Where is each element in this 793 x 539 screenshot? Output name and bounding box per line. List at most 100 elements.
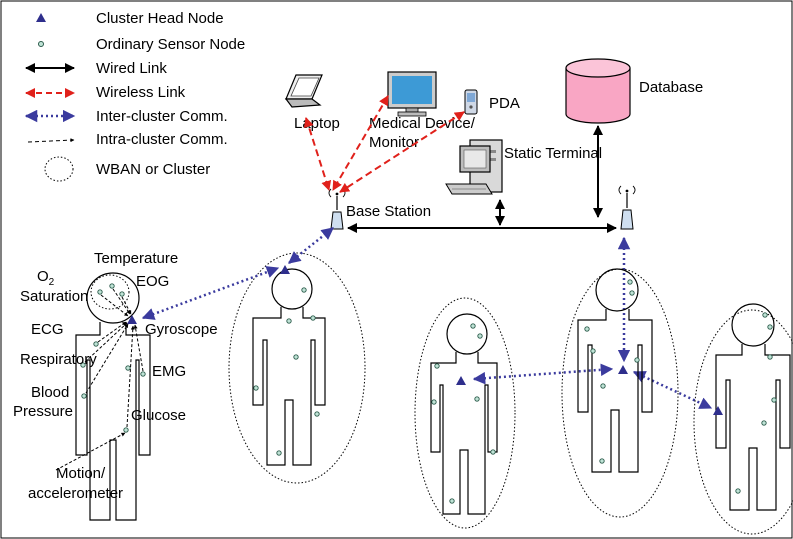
wireless-links bbox=[303, 95, 465, 193]
monitor-label: Monitor bbox=[369, 134, 419, 151]
database-icon bbox=[565, 58, 631, 124]
wireless-link-pda bbox=[339, 111, 465, 193]
body-4-sensor-node bbox=[600, 383, 606, 389]
body-2-cluster-head bbox=[280, 265, 290, 274]
inter-link-body4-body5 bbox=[632, 370, 713, 410]
body-3-sensor-node bbox=[474, 396, 480, 402]
body-4-sensor-node bbox=[584, 326, 590, 332]
wban-cluster-4 bbox=[561, 268, 679, 518]
base-station-label: Base Station bbox=[346, 203, 431, 220]
o2-subscript: 2 bbox=[49, 277, 55, 288]
body-4-figure bbox=[577, 268, 653, 473]
temperature-sensor-node bbox=[109, 283, 115, 289]
body-3-sensor-node bbox=[477, 333, 483, 339]
pda-label: PDA bbox=[489, 95, 520, 112]
body-3-sensor-node bbox=[434, 363, 440, 369]
body-5-sensor-node bbox=[771, 397, 777, 403]
respiratory-label: Respiratory bbox=[20, 351, 97, 368]
body-3-sensor-node bbox=[490, 449, 496, 455]
body-2-sensor-node bbox=[310, 315, 316, 321]
body-4-cluster-head bbox=[618, 365, 628, 374]
o2-label: O2 bbox=[37, 268, 55, 288]
wban-legend-icon bbox=[44, 156, 74, 182]
medical-monitor-icon bbox=[387, 71, 437, 117]
body-5-sensor-node bbox=[762, 312, 768, 318]
medical-device-label: Medical Device/ bbox=[369, 115, 476, 132]
base-station-antenna-icon bbox=[328, 188, 346, 230]
ecg-label: ECG bbox=[31, 321, 64, 338]
body-4-sensor-node bbox=[627, 279, 633, 285]
gyroscope-label: Gyroscope bbox=[145, 321, 218, 338]
legend: Cluster Head Node Ordinary Sensor Node W… bbox=[24, 10, 245, 182]
accelerometer-label: accelerometer bbox=[28, 485, 123, 502]
ecg-sensor-node bbox=[93, 341, 99, 347]
body-3-figure bbox=[430, 313, 498, 515]
legend-label-wired: Wired Link bbox=[96, 60, 167, 77]
body-3-cluster-head bbox=[456, 376, 466, 385]
pda-icon bbox=[464, 89, 478, 115]
body-1-figure bbox=[75, 272, 151, 521]
blood-pressure-sensor-node bbox=[81, 393, 87, 399]
o2-sensor-node bbox=[97, 289, 103, 295]
emg-label: EMG bbox=[152, 363, 186, 380]
emg-sensor-node bbox=[140, 371, 146, 377]
inter-cluster-links bbox=[141, 227, 713, 410]
body-3-sensor-node bbox=[449, 498, 455, 504]
cluster-head-legend-icon bbox=[36, 13, 46, 22]
legend-label-inter: Inter-cluster Comm. bbox=[96, 108, 228, 125]
body-2-sensor-node bbox=[276, 450, 282, 456]
database-label: Database bbox=[639, 79, 703, 96]
inter-link-body1-body2 bbox=[141, 266, 280, 320]
wban-cluster-5 bbox=[693, 309, 793, 535]
body-5-sensor-node bbox=[767, 324, 773, 330]
legend-label-ordinary-node: Ordinary Sensor Node bbox=[96, 36, 245, 53]
intra-cluster-legend-icon bbox=[27, 138, 75, 143]
body-2-sensor-node bbox=[301, 287, 307, 293]
inter-link-body2-base bbox=[288, 227, 334, 264]
legend-label-cluster-head: Cluster Head Node bbox=[96, 10, 224, 27]
body-5-figure bbox=[715, 303, 791, 511]
body-2-sensor-node bbox=[314, 411, 320, 417]
body-4-sensor-node bbox=[599, 458, 605, 464]
extra-sensor-node bbox=[125, 365, 131, 371]
legend-label-intra: Intra-cluster Comm. bbox=[96, 131, 228, 148]
body-1-cluster-head bbox=[127, 315, 137, 324]
glucose-label: Glucose bbox=[131, 407, 186, 424]
wban-cluster-3 bbox=[414, 297, 516, 529]
body-3-sensor-node bbox=[431, 399, 437, 405]
laptop-icon bbox=[284, 74, 323, 108]
pressure-label: Pressure bbox=[13, 403, 73, 420]
eog-label: EOG bbox=[136, 273, 169, 290]
antenna-icon bbox=[618, 185, 636, 230]
body-4-sensor-node bbox=[634, 357, 640, 363]
laptop-label: Laptop bbox=[294, 115, 340, 132]
saturation-label: Saturation bbox=[20, 288, 88, 305]
body-5-sensor-node bbox=[735, 488, 741, 494]
inter-link-body3-body4 bbox=[472, 363, 614, 385]
temperature-label: Temperature bbox=[94, 250, 178, 267]
glucose-sensor-node bbox=[123, 427, 129, 433]
body-3-sensor-node bbox=[470, 323, 476, 329]
wban-cluster-2 bbox=[228, 252, 366, 484]
eog-sensor-node bbox=[119, 291, 125, 297]
static-terminal-icon bbox=[445, 139, 503, 195]
wired-links bbox=[347, 125, 617, 233]
motion-label: Motion/ bbox=[56, 465, 106, 482]
body-2-figure bbox=[252, 268, 326, 466]
body-2-sensor-node bbox=[293, 354, 299, 360]
body-5-sensor-node bbox=[761, 420, 767, 426]
head-sensor-cluster bbox=[90, 274, 130, 310]
o2-main: O bbox=[37, 268, 49, 285]
wireless-link-laptop bbox=[303, 117, 332, 191]
respiratory-sensor-node bbox=[80, 362, 86, 368]
body-4-sensor-node bbox=[629, 290, 635, 296]
intra-cluster-arrows-body-1 bbox=[55, 288, 144, 471]
body-2-sensor-node bbox=[253, 385, 259, 391]
legend-label-wban: WBAN or Cluster bbox=[96, 161, 210, 178]
body-2-sensor-node bbox=[286, 318, 292, 324]
body-4-sensor-node bbox=[590, 348, 596, 354]
legend-label-wireless: Wireless Link bbox=[96, 84, 186, 101]
